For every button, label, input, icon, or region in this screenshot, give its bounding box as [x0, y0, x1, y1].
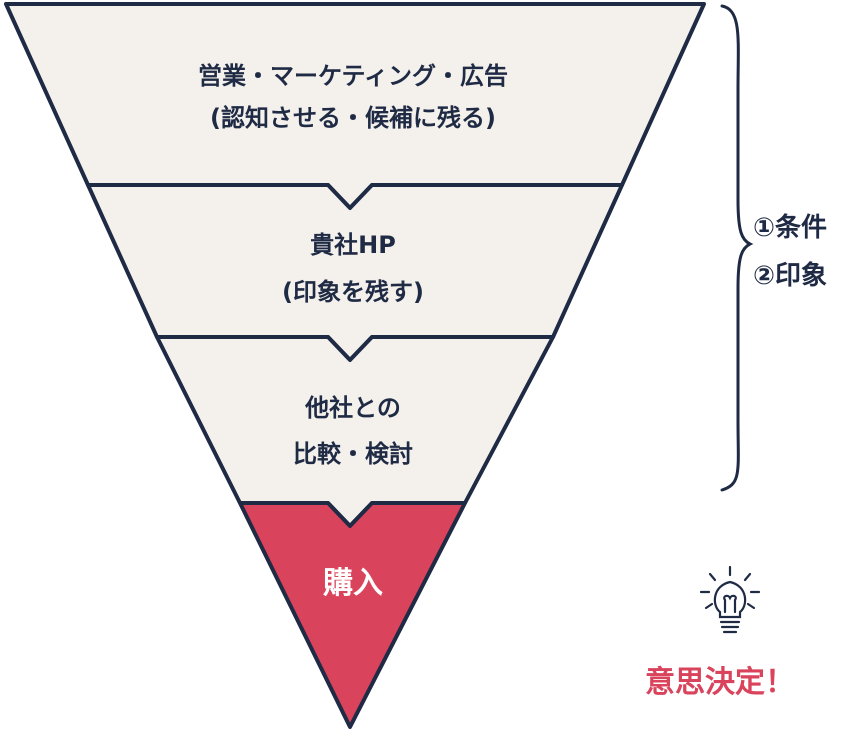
lightbulb-icon	[699, 565, 761, 634]
funnel-stage-4	[238, 501, 467, 729]
funnel-stage-3	[155, 335, 555, 528]
stage-3-title: 他社との	[304, 394, 401, 422]
stage-1-title: 営業・マーケティング・広告	[198, 62, 508, 90]
funnel-stage-2	[86, 183, 624, 362]
decision-text: 意思決定！	[645, 665, 795, 700]
stage-3-subtitle: 比較・検討	[293, 440, 413, 468]
stage-4-title: 購入	[323, 566, 383, 601]
note-condition: ①条件	[753, 213, 827, 243]
stage-2-subtitle: (印象を残す)	[282, 278, 424, 306]
stage-2-title: 貴社HP	[310, 231, 396, 259]
curly-brace-icon	[720, 4, 754, 492]
stage-1-subtitle: (認知させる・候補に残る)	[210, 104, 496, 132]
note-impression: ②印象	[753, 260, 827, 291]
